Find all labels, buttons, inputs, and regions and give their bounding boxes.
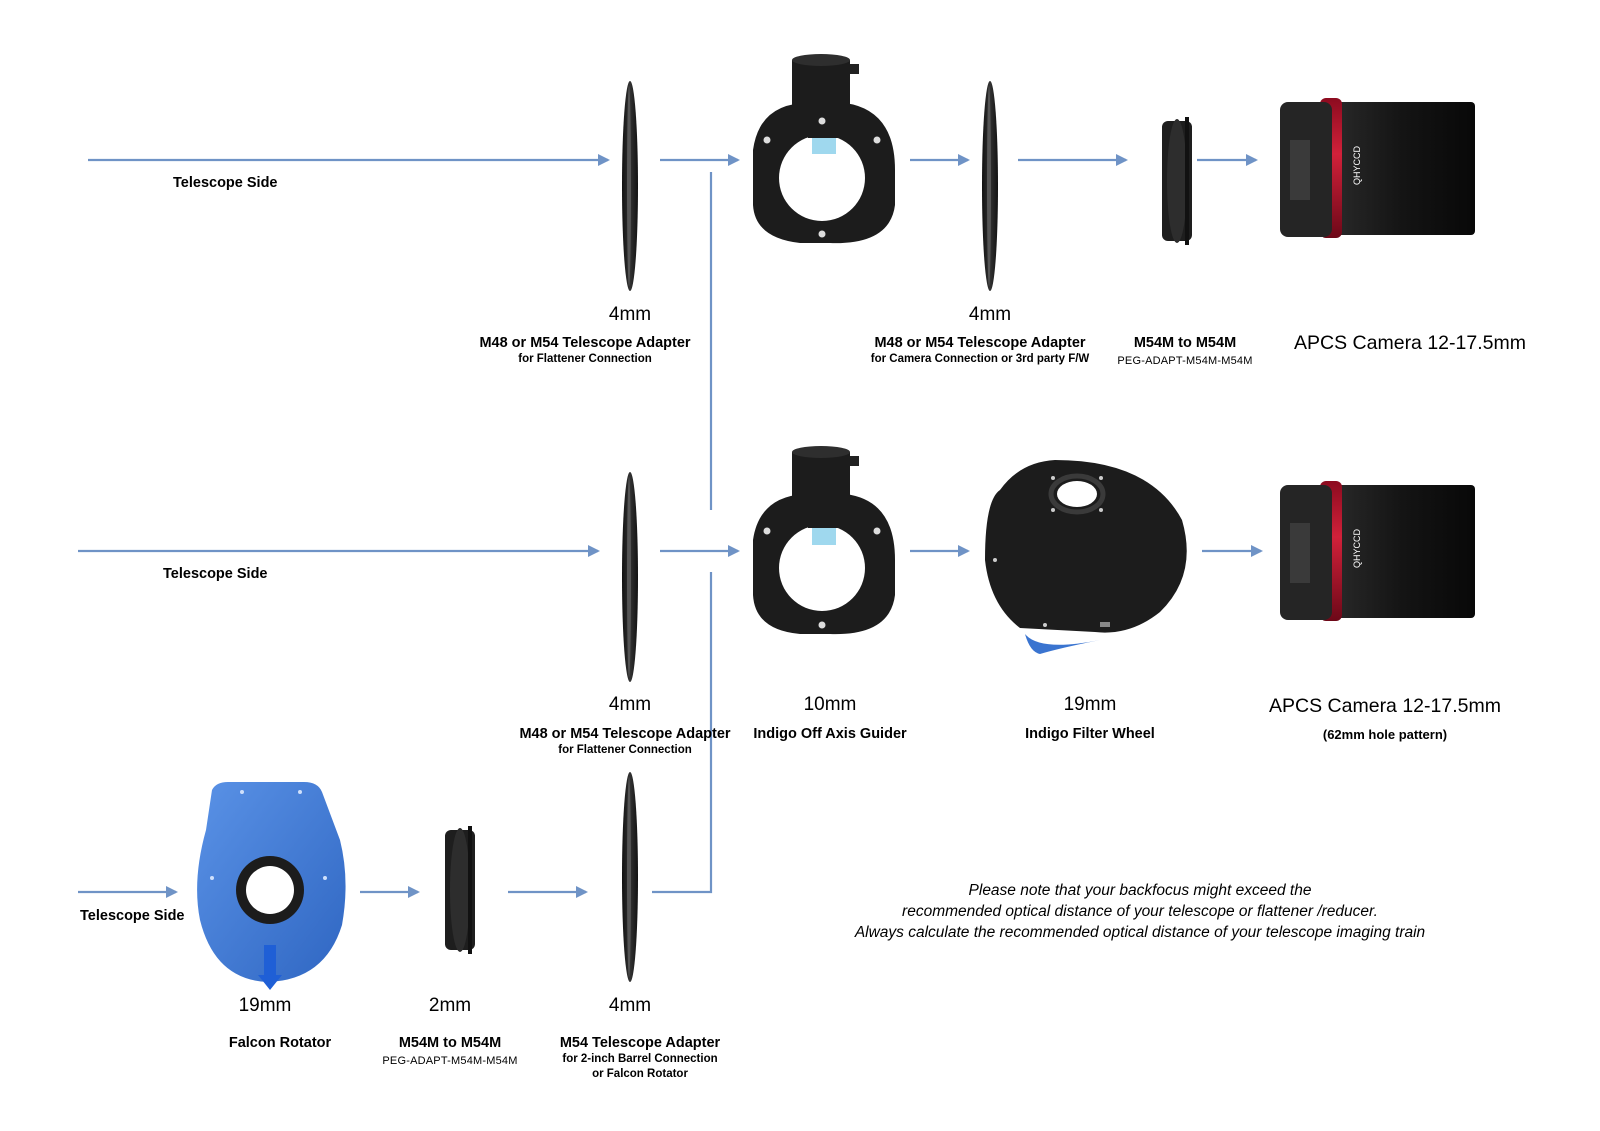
oag-name: Indigo Off Axis Guider [753,726,907,742]
adapter-top-2-dim: 4mm [968,304,1012,325]
adapter-top-1-name: M48 or M54 Telescope Adapter [479,335,691,351]
oag-dim: 10mm [803,694,857,715]
m54-bottom-dim: 2mm [428,995,472,1016]
note-line-2: recommended optical distance of your tel… [902,903,1378,920]
adapter-bottom-dim: 4mm [608,995,652,1016]
adapter-top-1-dim: 4mm [608,304,652,325]
svg-text:QHYCCD: QHYCCD [1352,145,1362,185]
m54-top-code: PEG-ADAPT-M54M-M54M [1117,355,1253,367]
adapter-middle-sub: for Flattener Connection [558,744,692,756]
camera-middle-sub: (62mm hole pattern) [1322,727,1448,742]
telescope-side-label-bottom: Telescope Side [80,908,185,924]
adapter-bottom-sub-2: or Falcon Rotator [592,1068,688,1080]
rotator-dim: 19mm [238,995,292,1016]
falcon-rotator [197,782,346,990]
m54-bottom-name: M54M to M54M [398,1035,502,1051]
off-axis-guider-middle [753,446,895,635]
m54-bottom-code: PEG-ADAPT-M54M-M54M [382,1055,518,1067]
adapter-middle-dim: 4mm [608,694,652,715]
adapter-bottom-name: M54 Telescope Adapter [559,1035,721,1051]
note-line-3: Always calculate the recommended optical… [854,924,1426,941]
m54-adapter-top [1162,117,1192,245]
adapter-top-1-sub: for Flattener Connection [518,353,652,365]
filter-wheel-dim: 19mm [1063,694,1117,715]
adapter-ring-top-2 [982,81,998,291]
rotator-name: Falcon Rotator [228,1035,332,1051]
camera-middle: QHYCCD [1280,481,1475,621]
camera-top: QHYCCD [1280,98,1475,238]
filter-wheel [985,460,1187,654]
adapter-top-2-sub: for Camera Connection or 3rd party F/W [870,353,1090,365]
adapter-top-2-name: M48 or M54 Telescope Adapter [874,335,1086,351]
adapter-middle-name: M48 or M54 Telescope Adapter [519,726,731,742]
filter-wheel-name: Indigo Filter Wheel [1025,726,1155,742]
camera-middle-label: APCS Camera 12-17.5mm [1269,695,1501,717]
adapter-ring-middle [622,472,638,682]
telescope-side-label-middle: Telescope Side [163,566,268,582]
svg-text:QHYCCD: QHYCCD [1352,528,1362,568]
note-line-1: Please note that your backfocus might ex… [968,882,1312,899]
adapter-ring-top-1 [622,81,638,291]
camera-top-label: APCS Camera 12-17.5mm [1294,332,1526,354]
arrows [78,154,1263,898]
backfocus-note: Please note that your backfocus might ex… [820,880,1460,943]
off-axis-guider-top [753,54,895,244]
m54-adapter-bottom [445,826,475,954]
adapter-ring-bottom [622,772,638,982]
connector-bottom-vertical [652,572,713,894]
m54-top-name: M54M to M54M [1133,335,1237,351]
telescope-side-label-top: Telescope Side [173,175,278,191]
adapter-bottom-sub-1: for 2-inch Barrel Connection [562,1053,718,1065]
